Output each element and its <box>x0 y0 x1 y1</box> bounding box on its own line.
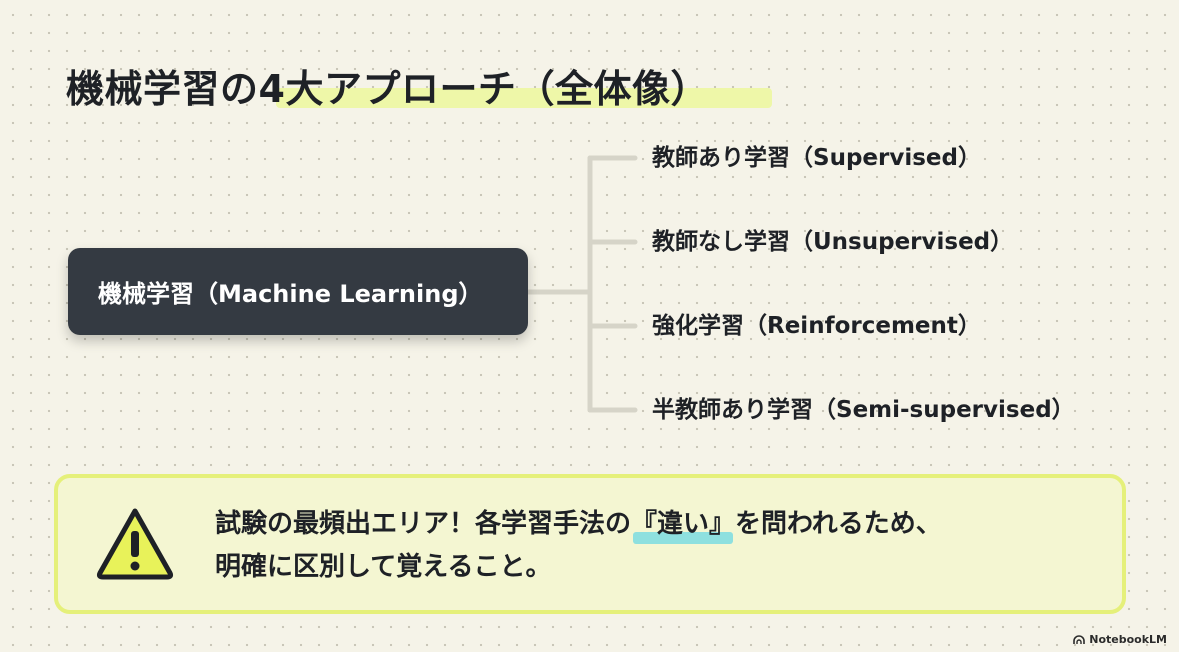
exam-tip-callout <box>54 474 1126 614</box>
branch-reinforcement: 強化学習（Reinforcement） <box>652 313 981 339</box>
title-highlight <box>276 88 772 108</box>
branch-supervised: 教師あり学習（Supervised） <box>652 145 981 171</box>
branch-unsupervised: 教師なし学習（Unsupervised） <box>652 229 1014 255</box>
notebooklm-logo-icon <box>1073 634 1086 644</box>
watermark-label: NotebookLM <box>1089 633 1167 646</box>
callout-line-1: 試験の最頻出エリア！各学習手法の『違い』を問われるため、 <box>215 503 942 546</box>
callout-text: 試験の最頻出エリア！各学習手法の『違い』を問われるため、 明確に区別して覚えるこ… <box>215 503 942 589</box>
branch-semi-supervised: 半教師あり学習（Semi-supervised） <box>652 397 1075 423</box>
root-node: 機械学習（Machine Learning） <box>68 248 528 335</box>
page-title: 機械学習の4大アプローチ（全体像） <box>66 67 709 111</box>
callout-line-1-before: 試験の最頻出エリア！各学習手法の <box>215 509 632 539</box>
root-node-label: 機械学習（Machine Learning） <box>98 280 483 308</box>
callout-line-2: 明確に区別して覚えること。 <box>215 552 552 582</box>
warning-icon <box>96 508 174 580</box>
callout-highlight: 『違い』 <box>631 503 735 546</box>
notebooklm-watermark: NotebookLM <box>1073 633 1167 646</box>
callout-line-1-after: を問われるため、 <box>735 509 942 539</box>
